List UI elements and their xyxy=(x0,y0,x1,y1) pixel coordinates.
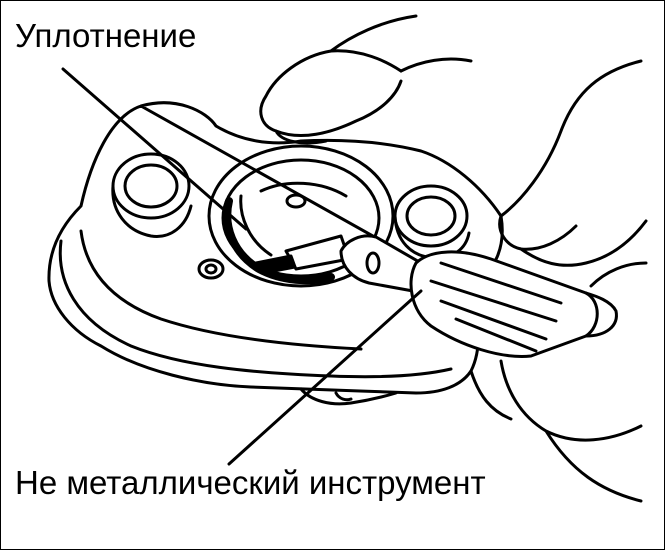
leader-seal xyxy=(61,67,248,231)
upper-hand xyxy=(259,14,418,145)
piston-bore-inner xyxy=(221,158,381,278)
caliper-body xyxy=(47,101,504,395)
bleed-hole xyxy=(197,258,225,280)
right-hand xyxy=(469,59,648,503)
piston-bore-outer xyxy=(207,144,395,288)
leader-tool xyxy=(227,289,423,466)
seal-label: Уплотнение xyxy=(15,17,197,54)
tool-label: Не металлический инструмент xyxy=(15,464,486,501)
